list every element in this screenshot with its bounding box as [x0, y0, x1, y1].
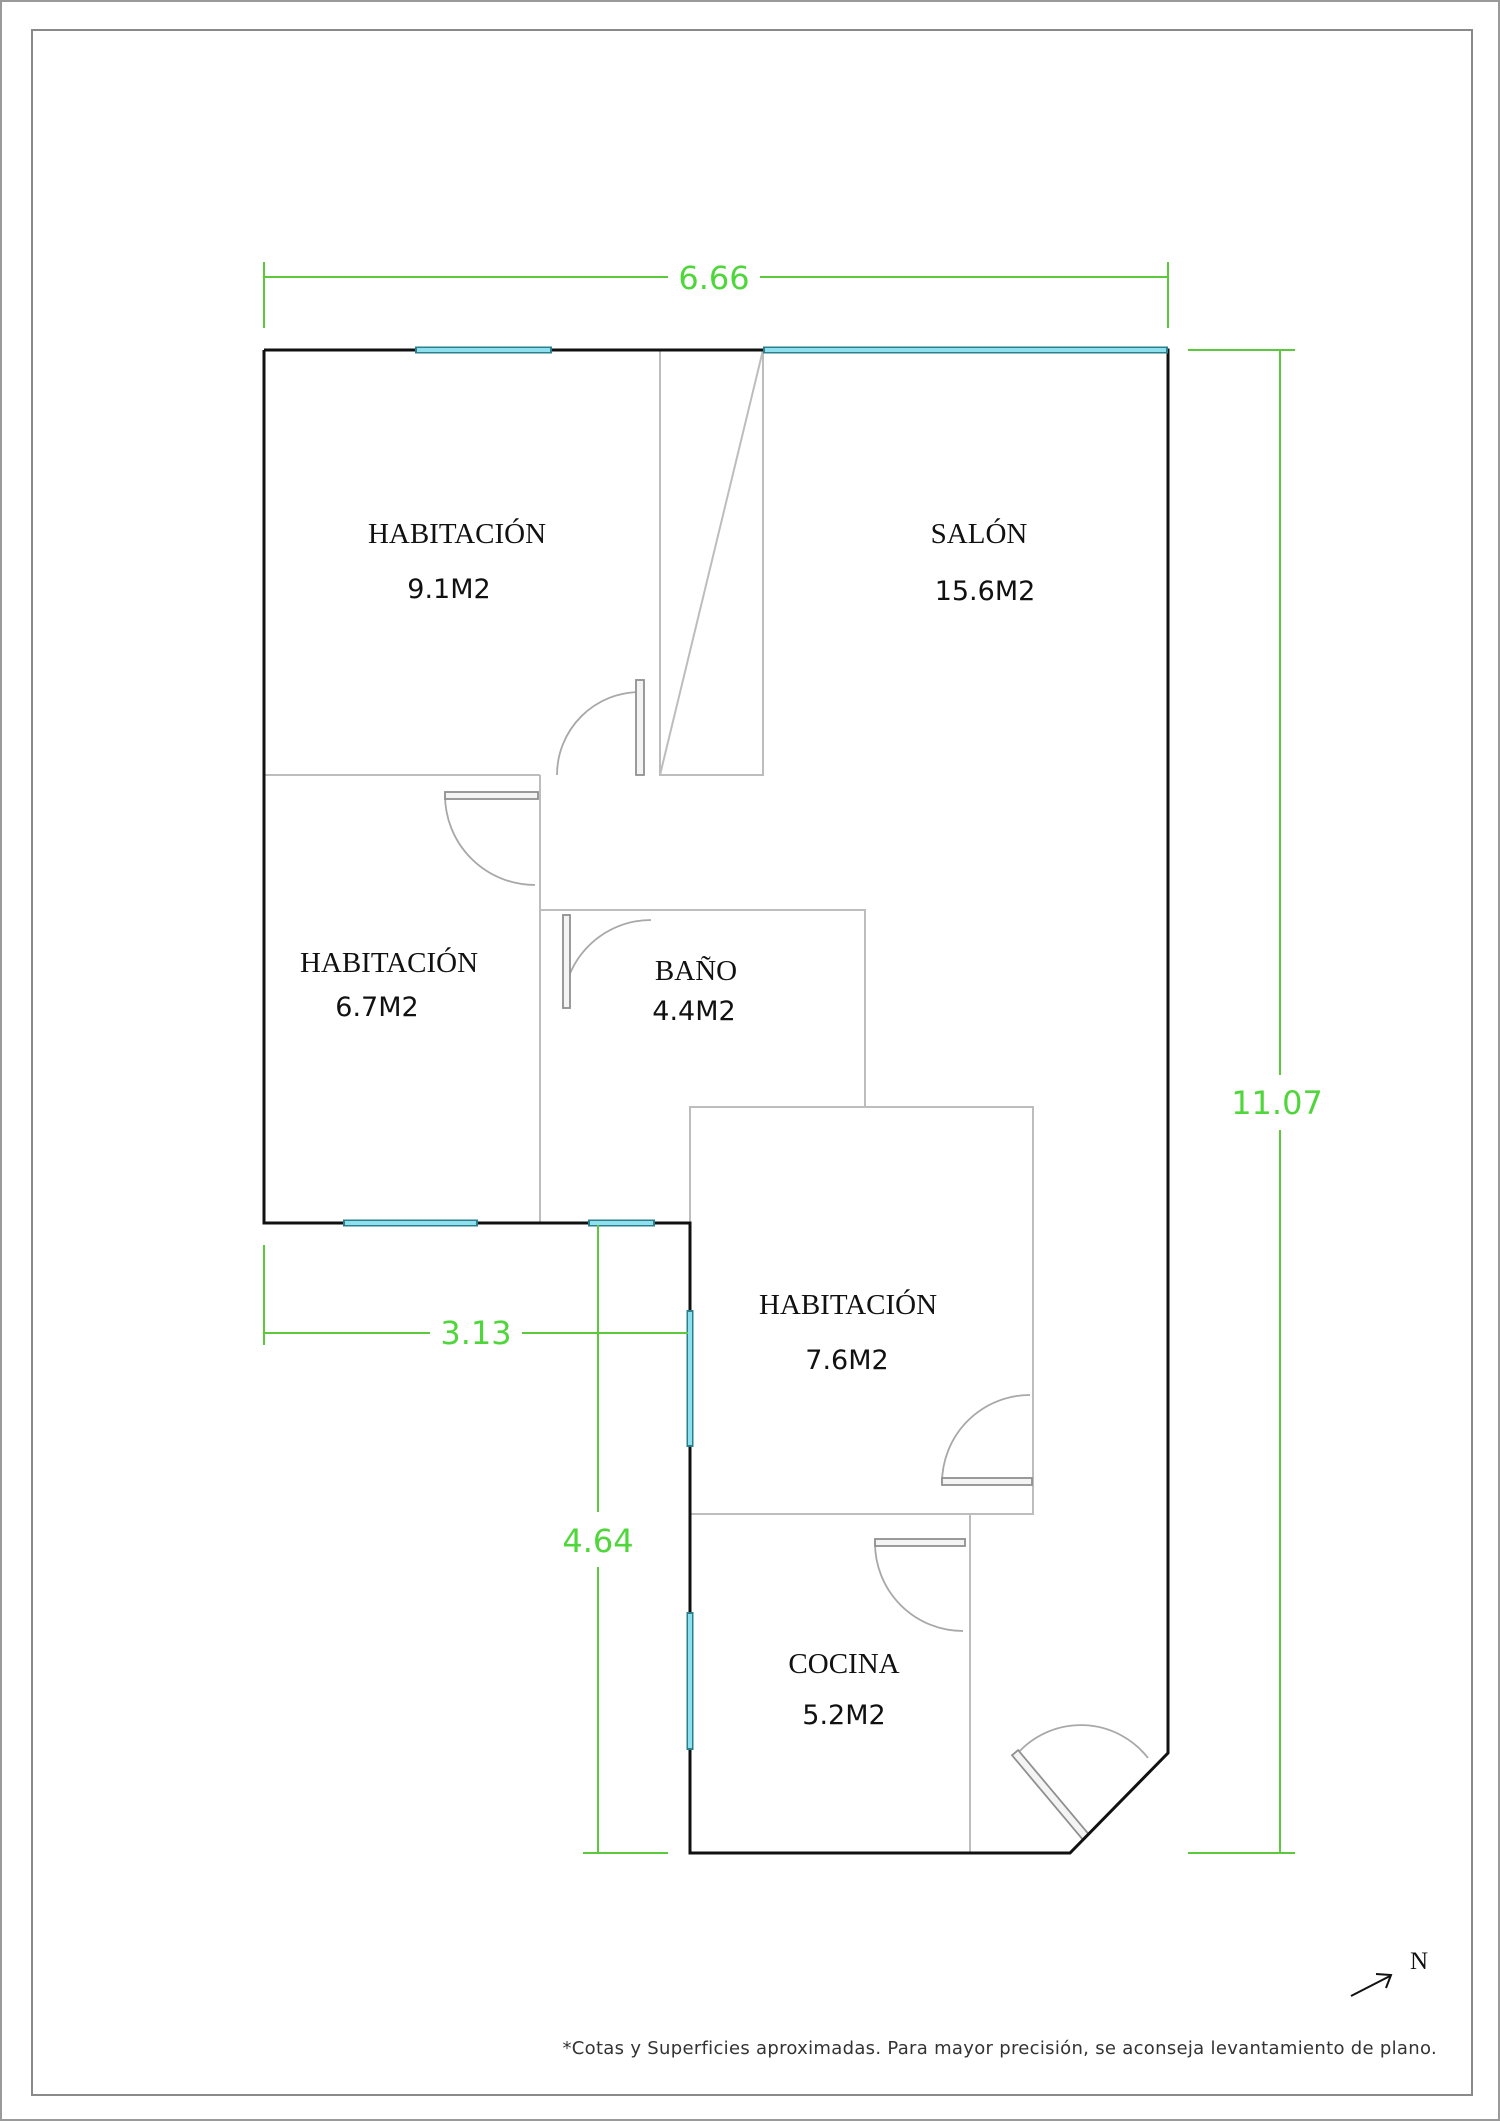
bedroom-3-area: 7.6M2	[805, 1345, 888, 1376]
width-dimension-label: 6.66	[678, 259, 749, 297]
bathroom-area: 4.4M2	[652, 996, 735, 1027]
kitchen-name: COCINA	[788, 1648, 899, 1680]
inner-frame	[31, 29, 1473, 2096]
north-label: N	[1410, 1948, 1428, 1975]
bedroom-2-area: 6.7M2	[335, 992, 418, 1023]
door-bedroom-2	[444, 791, 539, 886]
height-dimension-label: 11.07	[1231, 1084, 1323, 1122]
kitchen-area: 5.2M2	[802, 1700, 885, 1731]
bedroom-2-name: HABITACIÓN	[300, 946, 478, 979]
windows	[343, 346, 1168, 1750]
dimension-lines	[263, 262, 1295, 1854]
doors	[444, 679, 1149, 1841]
lower-height-dimension-label: 4.64	[562, 1522, 633, 1560]
exterior-walls	[262, 348, 1170, 1855]
door-kitchen	[874, 1538, 966, 1632]
bedroom-1-name: HABITACIÓN	[368, 517, 546, 550]
disclaimer-note: *Cotas y Superficies aproximadas. Para m…	[562, 2038, 1437, 2059]
door-bedroom-1	[556, 679, 645, 776]
bedroom-1-area: 9.1M2	[407, 574, 490, 605]
lower-width-dimension-label: 3.13	[440, 1314, 511, 1352]
north-arrow-icon	[1350, 1973, 1393, 1997]
bathroom-name: BAÑO	[655, 955, 737, 987]
interior-walls	[263, 349, 1034, 1853]
bedroom-3-name: HABITACIÓN	[759, 1288, 937, 1321]
door-bathroom	[562, 914, 652, 1009]
living-room-area: 15.6M2	[935, 576, 1036, 607]
door-entrance	[1010, 1724, 1149, 1841]
living-room-name: SALÓN	[931, 517, 1028, 550]
door-bedroom-3	[941, 1394, 1033, 1486]
